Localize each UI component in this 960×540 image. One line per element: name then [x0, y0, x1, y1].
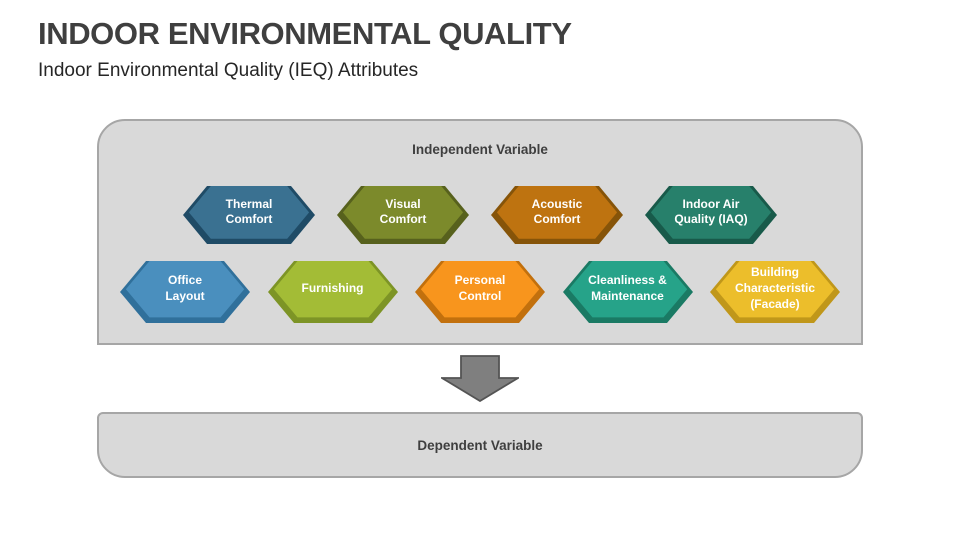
hexagon-furnishing: Furnishing [267, 261, 398, 323]
hexagon-shape [120, 261, 250, 323]
hexagon-shape [710, 261, 840, 323]
slide-subtitle: Indoor Environmental Quality (IEQ) Attri… [38, 60, 419, 81]
hexagon-label: Cleanliness &Maintenance [588, 273, 667, 304]
hexagon-label: Furnishing [301, 281, 364, 296]
hexagon-shape [415, 261, 545, 323]
independent-variable-label: Independent Variable [412, 142, 548, 157]
down-arrow-shape [441, 355, 519, 402]
slide-title: INDOOR ENVIRONMENTAL QUALITY [38, 16, 572, 51]
dependent-variable-label: Dependent Variable [417, 437, 543, 453]
hexagon-shape [562, 261, 693, 323]
down-arrow-icon [441, 355, 519, 402]
hexagon-shape [267, 261, 398, 323]
dependent-variable-box: Dependent Variable [97, 412, 863, 478]
hexagon-shape [183, 186, 315, 244]
hexagon-cleanliness-maintenance: Cleanliness &Maintenance [562, 261, 693, 323]
hexagon-shape [337, 186, 469, 244]
hexagon-shape [645, 186, 777, 244]
hexagon-shape [491, 186, 623, 244]
